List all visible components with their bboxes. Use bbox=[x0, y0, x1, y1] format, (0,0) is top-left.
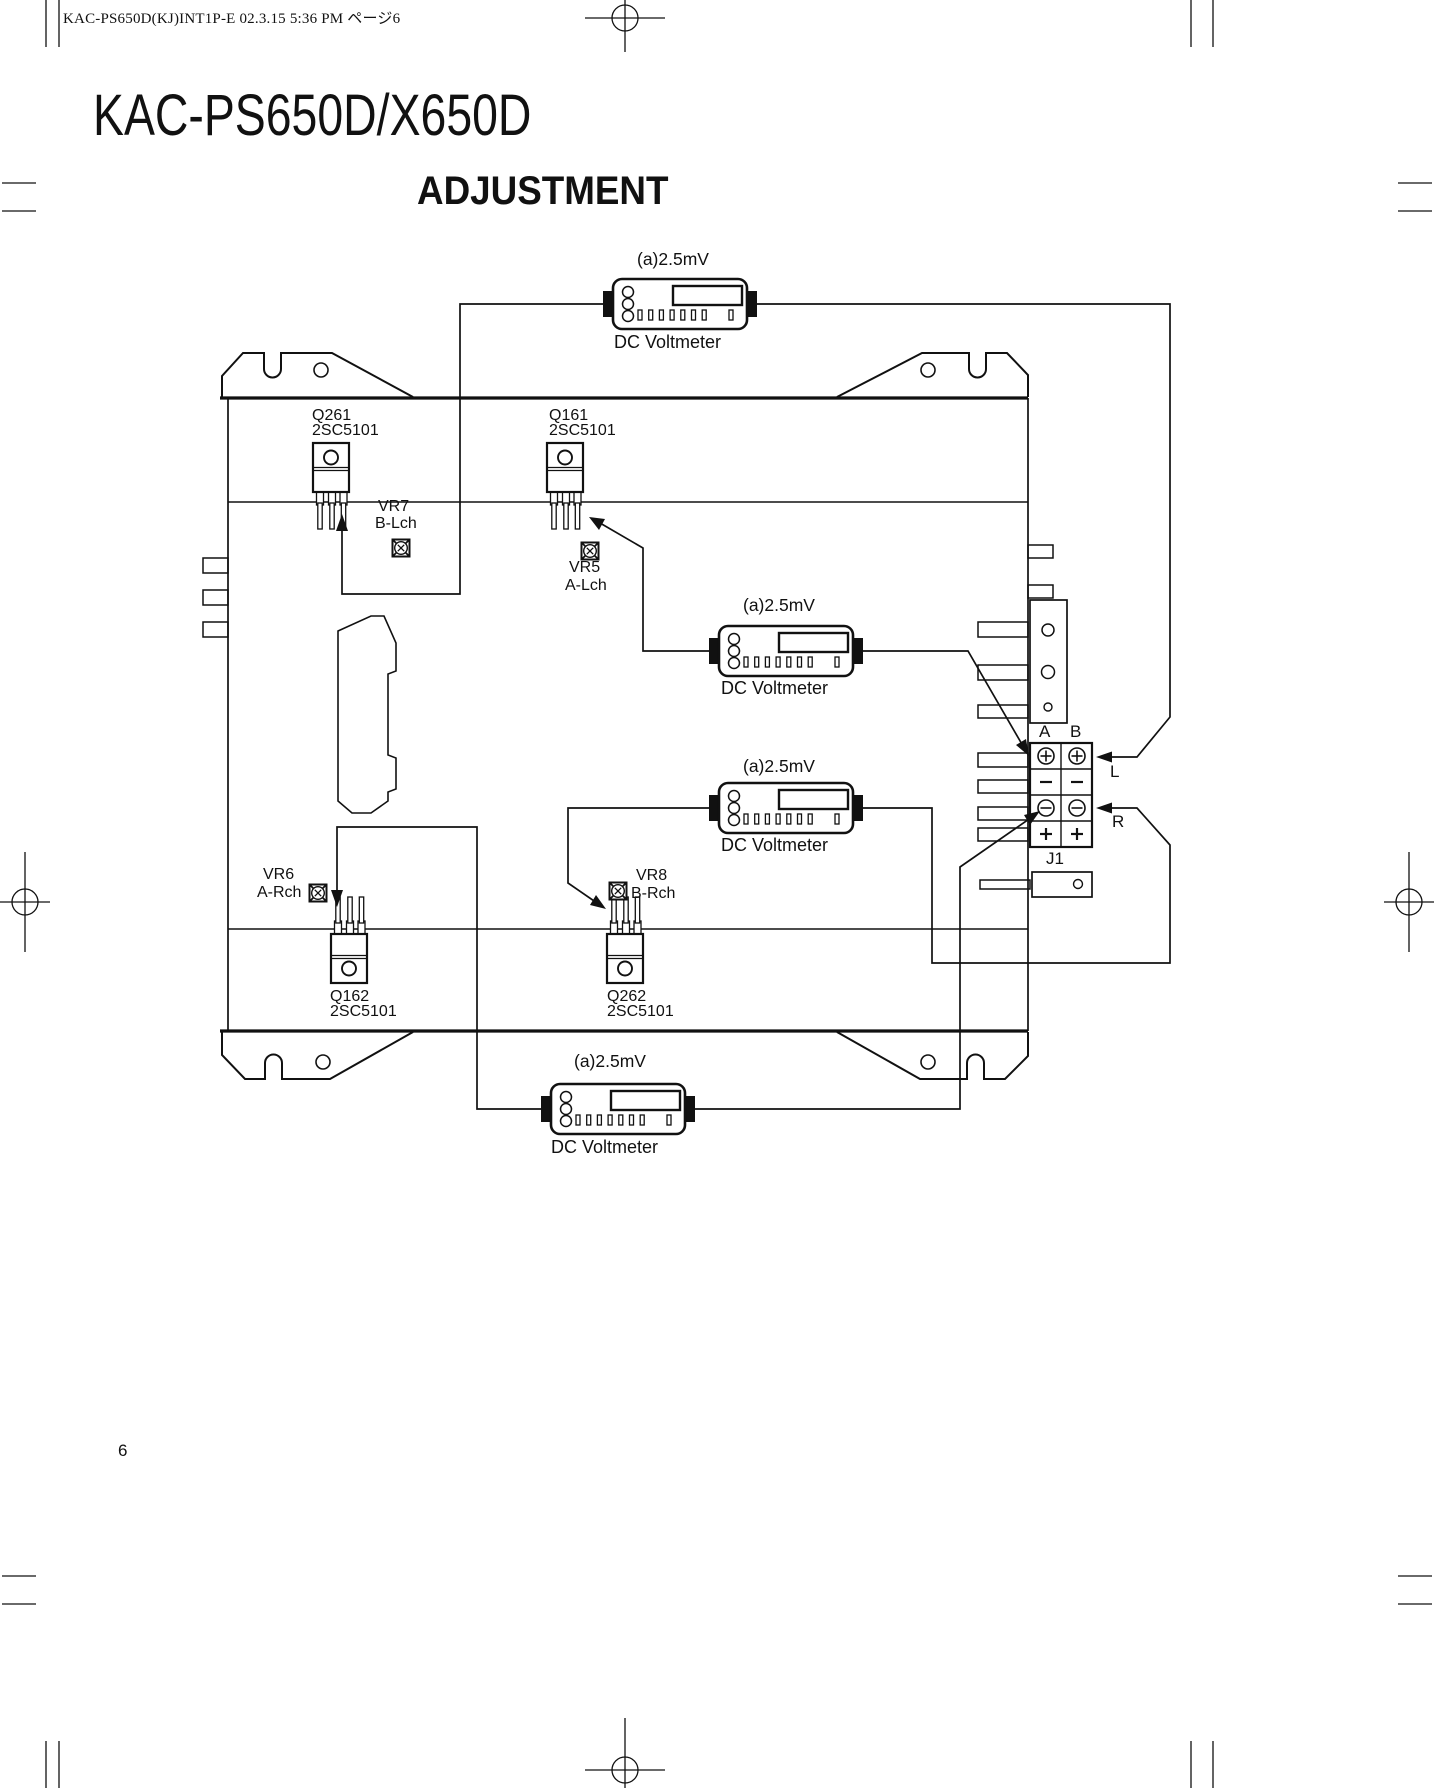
arrowhead-b-minus bbox=[1096, 802, 1112, 814]
wire-meter3-to-q262 bbox=[567, 807, 710, 904]
wire-meter2-to-q161 bbox=[599, 522, 710, 652]
print-job-header: KAC-PS650D(KJ)INT1P-E 02.3.15 5:36 PM ペー… bbox=[63, 11, 401, 27]
trimmer-ref: VR8 bbox=[636, 867, 668, 884]
transistor-part: 2SC5101 bbox=[549, 422, 616, 439]
mount-tab-bottom-right-icon bbox=[836, 1031, 1029, 1080]
internal-cutout bbox=[337, 615, 397, 814]
vr6-pot-icon bbox=[308, 883, 328, 903]
arrowhead-q161 bbox=[589, 517, 605, 530]
dc-voltmeter-middle-a-icon bbox=[707, 624, 865, 678]
vr5-pot-icon bbox=[580, 541, 600, 561]
meter-name-label: DC Voltmeter bbox=[614, 332, 722, 352]
transistor-q262-icon bbox=[605, 895, 645, 985]
meter-range-label: (a)2.5mV bbox=[574, 1051, 646, 1071]
io-connector-strip bbox=[1029, 599, 1068, 724]
mount-tab-bottom-left-icon bbox=[221, 1031, 414, 1080]
arrowhead-a-plus bbox=[1016, 739, 1029, 756]
meter-name-label: DC Voltmeter bbox=[551, 1137, 659, 1157]
trimmer-ref: VR7 bbox=[378, 498, 410, 515]
transistor-q162-icon bbox=[329, 895, 369, 985]
mount-tab-top-left-icon bbox=[221, 352, 414, 398]
terminal-column-b-label: B bbox=[1070, 722, 1082, 741]
probe-arrowheads bbox=[331, 514, 1112, 909]
trimmer-channel: A-Lch bbox=[565, 577, 607, 594]
dc-voltmeter-middle-b-icon bbox=[707, 781, 865, 835]
dc-voltmeter-bottom-icon bbox=[539, 1082, 697, 1136]
transistor-q261-icon bbox=[311, 441, 351, 531]
wire-meter2-to-terminal-a-plus bbox=[862, 650, 1024, 747]
probe-wires bbox=[336, 303, 1171, 1110]
meter-name-label: DC Voltmeter bbox=[721, 678, 829, 698]
transistor-part: 2SC5101 bbox=[330, 1003, 397, 1020]
vr7-pot-icon bbox=[391, 538, 411, 558]
transistor-ref: Q161 bbox=[549, 407, 589, 424]
transistor-part: 2SC5101 bbox=[607, 1003, 674, 1020]
j1-label: J1 bbox=[1046, 849, 1064, 868]
board-outline bbox=[202, 352, 1029, 1080]
trimmer-channel: A-Rch bbox=[257, 884, 302, 901]
meter-range-label: (a)2.5mV bbox=[637, 249, 709, 269]
trimmer-channel: B-Rch bbox=[631, 885, 676, 902]
terminal-minus-circle-icon bbox=[1037, 799, 1086, 817]
meter-range-label: (a)2.5mV bbox=[743, 756, 815, 776]
vr8-pot-icon bbox=[608, 881, 628, 901]
arrowhead-q262 bbox=[590, 895, 606, 909]
terminal-plus-icon bbox=[1040, 828, 1083, 840]
arrowhead-q261 bbox=[336, 514, 348, 531]
page-number: 6 bbox=[118, 1441, 128, 1460]
trimmer-ref: VR6 bbox=[263, 866, 295, 883]
mount-tab-top-right-icon bbox=[836, 352, 1029, 398]
channel-l-label: L bbox=[1110, 762, 1120, 781]
wire-meter4-to-q162 bbox=[336, 826, 542, 1110]
wire-meter4-to-terminal-a-minus bbox=[685, 816, 1033, 1110]
transistor-part: 2SC5101 bbox=[312, 422, 379, 439]
page-title: KAC-PS650D/X650D bbox=[93, 83, 532, 148]
wire-meter1-to-q261 bbox=[341, 303, 604, 595]
terminal-plus-circle-icon bbox=[1037, 747, 1086, 765]
meter-range-label: (a)2.5mV bbox=[743, 595, 815, 615]
channel-r-label: R bbox=[1112, 812, 1125, 831]
crosshair-left-icon bbox=[0, 852, 50, 952]
transistor-ref: Q261 bbox=[312, 407, 352, 424]
transistor-ref: Q162 bbox=[330, 988, 370, 1005]
terminal-block-grid bbox=[1028, 741, 1094, 849]
arrowhead-a-minus bbox=[1024, 811, 1040, 825]
wire-meter3-to-terminal-b-minus bbox=[862, 807, 1171, 964]
meter-name-label: DC Voltmeter bbox=[721, 835, 829, 855]
trimmer-channel: B-Lch bbox=[375, 515, 417, 532]
crosshair-right-icon bbox=[1384, 852, 1434, 952]
arrowhead-b-plus bbox=[1096, 751, 1112, 763]
crosshair-top-icon bbox=[585, 0, 665, 52]
trimmer-ref: VR5 bbox=[569, 559, 601, 576]
arrowhead-q162 bbox=[331, 890, 343, 907]
crosshair-bottom-icon bbox=[585, 1718, 665, 1788]
transistor-q161-icon bbox=[545, 441, 585, 531]
section-title: ADJUSTMENT bbox=[417, 169, 669, 213]
wire-meter1-to-terminal-b-plus bbox=[756, 303, 1171, 758]
left-edge-tabs bbox=[202, 557, 229, 638]
transistor-ref: Q262 bbox=[607, 988, 647, 1005]
terminal-column-a-label: A bbox=[1039, 722, 1051, 741]
dc-voltmeter-top-icon bbox=[601, 277, 759, 331]
heatsink-fins bbox=[977, 544, 1054, 890]
j1-connector bbox=[1031, 871, 1093, 898]
